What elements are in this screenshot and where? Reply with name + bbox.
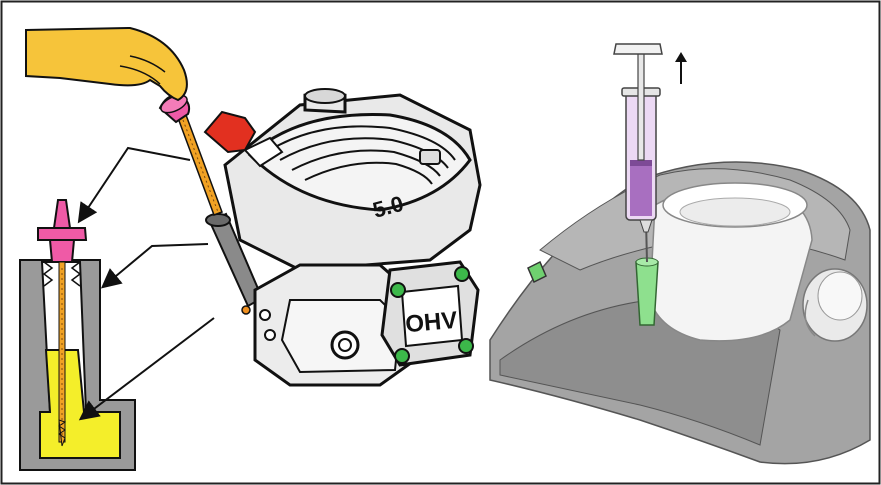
gas-cap-icon: [803, 269, 867, 341]
syringe-tip-green: [636, 262, 658, 325]
engine-badge-label: OHV: [404, 307, 458, 338]
oil-reservoir-cup: [650, 183, 812, 341]
